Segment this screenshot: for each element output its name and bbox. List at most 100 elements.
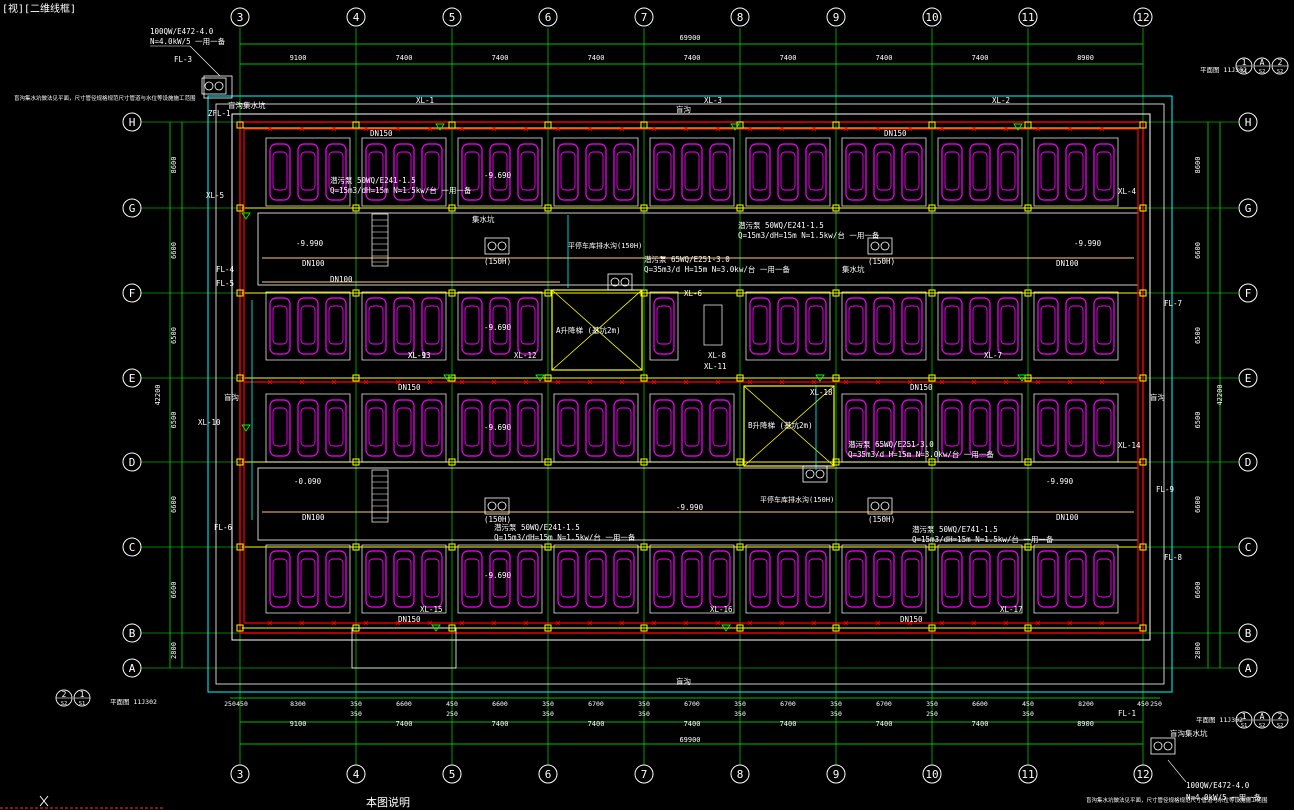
parking-car-icon [845,297,867,355]
riser-label-XL-17: XL-17 [1000,605,1023,614]
pipe-mark [491,379,497,385]
parking-car-icon [749,143,771,201]
parking-car-icon [325,550,347,608]
detail-callout-right-top-sub: S1 [1241,69,1248,75]
axis-label-8: 8 [737,11,744,24]
parking-bay [361,544,447,614]
pump-icon [487,241,497,251]
structural-column [544,543,552,551]
pipe-label-dn100: DN100 [1056,513,1079,522]
dim-bottom: 6600 [492,700,508,708]
dim-side: 6600 [170,582,178,599]
pipe-mark [1099,379,1105,385]
detail-callout-left-sub: S1 [79,701,86,707]
pipe-mark [427,379,433,385]
parking-car-icon [777,550,799,608]
structural-column [832,121,840,129]
riser-label-XL-15: XL-15 [420,605,443,614]
pipe-label-dn150: DN150 [370,129,393,138]
riser-label-XL-7: XL-7 [984,351,1002,360]
structural-column [736,458,744,466]
parking-car-icon [805,550,827,608]
riser-marker [241,212,251,220]
equip-bottom-right-1: 100QW/E472-4.0 [1186,781,1250,790]
dim-bottom-span: 7400 [684,720,701,728]
pipe-label-dn150: DN150 [398,615,421,624]
view-tab[interactable]: [视][二维线框] [0,0,79,15]
dim-bottom: 350 [926,700,938,708]
axis-bubble [922,764,942,784]
parking-car-icon [585,399,607,457]
parking-car-icon [421,399,443,457]
axis-bubble [826,7,846,27]
parking-car-icon [269,297,291,355]
axis-label-3: 3 [237,11,244,24]
pump-icon [805,469,815,479]
parking-car-icon [901,297,923,355]
axis-label-E: E [1245,372,1252,385]
pipe-mark [939,379,945,385]
riser-marker [1013,123,1023,131]
pipe-mark [1035,126,1041,132]
dim-side: 6500 [170,412,178,429]
dim-side: 6600 [170,242,178,259]
pipe-mark [971,379,977,385]
axis-bubble [346,7,366,27]
pump-label-pump_e: 潜污泵 50WQ/E241-1.5 [738,220,824,230]
parking-car-icon [1093,297,1115,355]
dim-side: 2800 [170,642,178,659]
pipe-mark [619,126,625,132]
equip-top-left-2: N=4.0kW/5 一用一备 [150,36,226,46]
parking-car-icon [997,297,1019,355]
flow-label: (15ΘH) [484,515,511,524]
dim-side: 2800 [1194,642,1202,659]
parking-slope-label: 平停车库排水沟(150H) [568,241,642,250]
dim-bottom-span: 7400 [396,720,413,728]
elevation-label: -9.690 [484,171,512,180]
left-note: 盲沟集水坑做法见平面，尺寸管径规格规范尺寸管道与水位等设施施工范围 [14,94,196,102]
riser-marker [1017,374,1027,382]
pump-label-pump_a: 潜污泵 50WQ/E241-1.5 [330,175,416,185]
pump-pit [1150,737,1176,755]
structural-column [640,374,648,382]
axis-label-C: C [129,541,136,554]
pump-pit [867,497,893,515]
trench-label-right: 盲沟 [1150,392,1165,402]
structural-column [1139,374,1147,382]
pipe-mark [1035,379,1041,385]
parking-car-icon [489,297,511,355]
structural-column [544,374,552,382]
pipe-mark [843,126,849,132]
dim-bottom: 6700 [588,700,604,708]
drain-label-FL-1: FL-1 [1118,709,1136,718]
parking-car-icon [557,399,579,457]
detail-callout-right-top-num: 2 [1278,58,1283,67]
dim-bottom: 6600 [972,700,988,708]
dim-bottom-span: 9100 [290,720,307,728]
axis-label-B: B [1245,627,1252,640]
structural-column [448,204,456,212]
axis-label-4: 4 [353,11,360,24]
parking-car-icon [653,143,675,201]
parking-bay [937,544,1023,614]
pipe-mark [811,379,817,385]
dim-top-span: 7400 [684,54,701,62]
pipe-mark [1067,126,1073,132]
structural-column [832,624,840,632]
parking-car-icon [517,550,539,608]
axis-bubble [1133,764,1153,784]
axis-bubble [122,537,142,557]
parking-car-icon [489,399,511,457]
pipe-mark [875,379,881,385]
structural-column [928,204,936,212]
pipe-mark [683,126,689,132]
pipe-mark [1099,620,1105,626]
parking-car-icon [1065,297,1087,355]
pipe-mark [331,126,337,132]
structural-column [236,204,244,212]
parking-bay [1033,137,1119,207]
axis-label-7: 7 [641,768,648,781]
drain-label-FL-5: FL-5 [216,279,234,288]
axis-bubble [1238,658,1258,678]
